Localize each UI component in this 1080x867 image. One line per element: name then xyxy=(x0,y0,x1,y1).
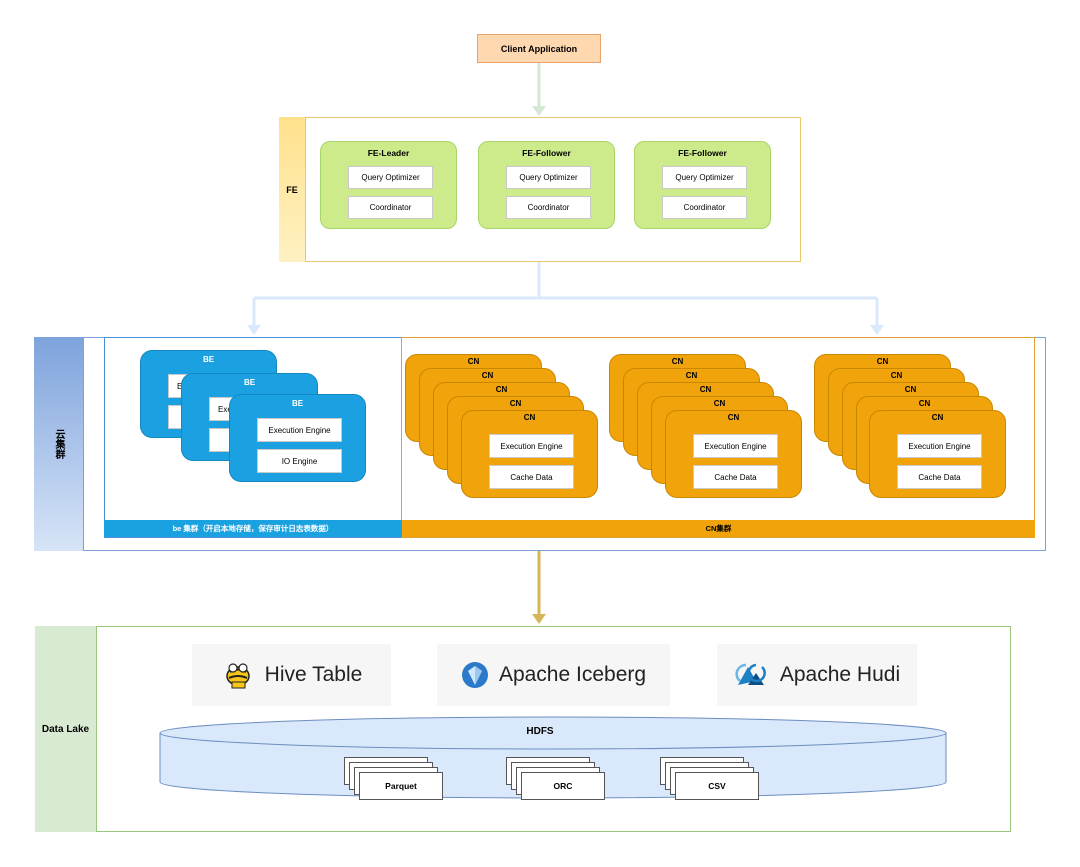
query-optimizer-box: Query Optimizer xyxy=(348,166,433,189)
cn-node-title: CN xyxy=(523,413,536,422)
apache-hudi-logo: Apache Hudi xyxy=(717,644,917,706)
data-lake-label-text: Data Lake xyxy=(41,723,90,735)
query-optimizer-box: Query Optimizer xyxy=(662,166,747,189)
cn-node-title: CN xyxy=(467,357,480,366)
cn-node-title: CN xyxy=(904,385,917,394)
iceberg-icon xyxy=(461,662,488,688)
arrowhead-cloud-to-lake xyxy=(532,614,546,624)
cn-cluster-bar-label: CN集群 xyxy=(705,524,732,533)
cn-node-title: CN xyxy=(495,385,508,394)
cn-node-title: CN xyxy=(918,399,931,408)
apache-iceberg-text: Apache Iceberg xyxy=(498,663,647,686)
cn-cluster-bar: CN集群 xyxy=(402,520,1035,537)
fe-node-title: FE-Follower xyxy=(522,148,571,158)
cloud-cluster-label: 云集群 xyxy=(34,337,84,551)
parquet-file-card: Parquet xyxy=(359,772,443,800)
execution-engine-box: Execution Engine xyxy=(693,434,778,458)
cloud-cluster-label-text: 云集群 xyxy=(53,429,64,459)
hive-table-text: Hive Table xyxy=(264,663,363,686)
be-node-title: BE xyxy=(291,399,304,408)
hdfs-label: HDFS xyxy=(526,725,554,737)
coordinator-box: Coordinator xyxy=(506,196,591,219)
fe-node-title: FE-Leader xyxy=(367,148,410,158)
coordinator-box: Coordinator xyxy=(348,196,433,219)
fe-leader-node: FE-Leader Query Optimizer Coordinator xyxy=(320,141,457,229)
fe-label: FE xyxy=(279,117,306,262)
arrowhead-split-left xyxy=(247,325,261,335)
coordinator-box: Coordinator xyxy=(662,196,747,219)
be-node-title: BE xyxy=(202,355,215,364)
fe-node-title: FE-Follower xyxy=(678,148,727,158)
query-optimizer-box: Query Optimizer xyxy=(506,166,591,189)
csv-file-card: CSV xyxy=(675,772,759,800)
hudi-icon xyxy=(735,663,766,685)
fe-follower-node: FE-Follower Query Optimizer Coordinator xyxy=(478,141,615,229)
cn-node-title: CN xyxy=(509,399,522,408)
be-cluster-bar: be 集群（开启本地存储，保存审计日志表数据） xyxy=(104,520,402,537)
hive-bee-icon xyxy=(225,663,250,689)
execution-engine-box: Execution Engine xyxy=(489,434,574,458)
cache-data-box: Cache Data xyxy=(693,465,778,489)
arrowhead-split-right xyxy=(870,325,884,335)
apache-hudi-text: Apache Hudi xyxy=(779,663,901,686)
orc-file-card: ORC xyxy=(521,772,605,800)
cache-data-box: Cache Data xyxy=(489,465,574,489)
apache-iceberg-logo: Apache Iceberg xyxy=(437,644,670,706)
io-engine-box: IO Engine xyxy=(257,449,342,473)
cn-node-title: CN xyxy=(481,371,494,380)
client-application-box: Client Application xyxy=(477,34,601,63)
cn-node-title: CN xyxy=(890,371,903,380)
cn-node-title: CN xyxy=(931,413,944,422)
be-node-title: BE xyxy=(243,378,256,387)
client-application-label: Client Application xyxy=(500,43,578,54)
fe-follower-node: FE-Follower Query Optimizer Coordinator xyxy=(634,141,771,229)
cn-node-title: CN xyxy=(685,371,698,380)
data-lake-label: Data Lake xyxy=(35,626,97,832)
execution-engine-box: Execution Engine xyxy=(257,418,342,442)
cn-node-title: CN xyxy=(727,413,740,422)
hive-table-logo: Hive Table xyxy=(192,644,391,706)
be-cluster-bar-label: be 集群（开启本地存储，保存审计日志表数据） xyxy=(172,524,334,533)
arrowhead-client-to-fe xyxy=(532,106,546,116)
fe-label-text: FE xyxy=(286,184,298,195)
cache-data-box: Cache Data xyxy=(897,465,982,489)
execution-engine-box: Execution Engine xyxy=(897,434,982,458)
be-node: BE Execution Engine IO Engine xyxy=(229,394,366,482)
cn-node-title: CN xyxy=(876,357,889,366)
cn-node: CN Execution Engine Cache Data xyxy=(869,410,1006,498)
cn-node-title: CN xyxy=(699,385,712,394)
cn-node: CN Execution Engine Cache Data xyxy=(665,410,802,498)
cn-node-title: CN xyxy=(671,357,684,366)
cn-node: CN Execution Engine Cache Data xyxy=(461,410,598,498)
cn-node-title: CN xyxy=(713,399,726,408)
